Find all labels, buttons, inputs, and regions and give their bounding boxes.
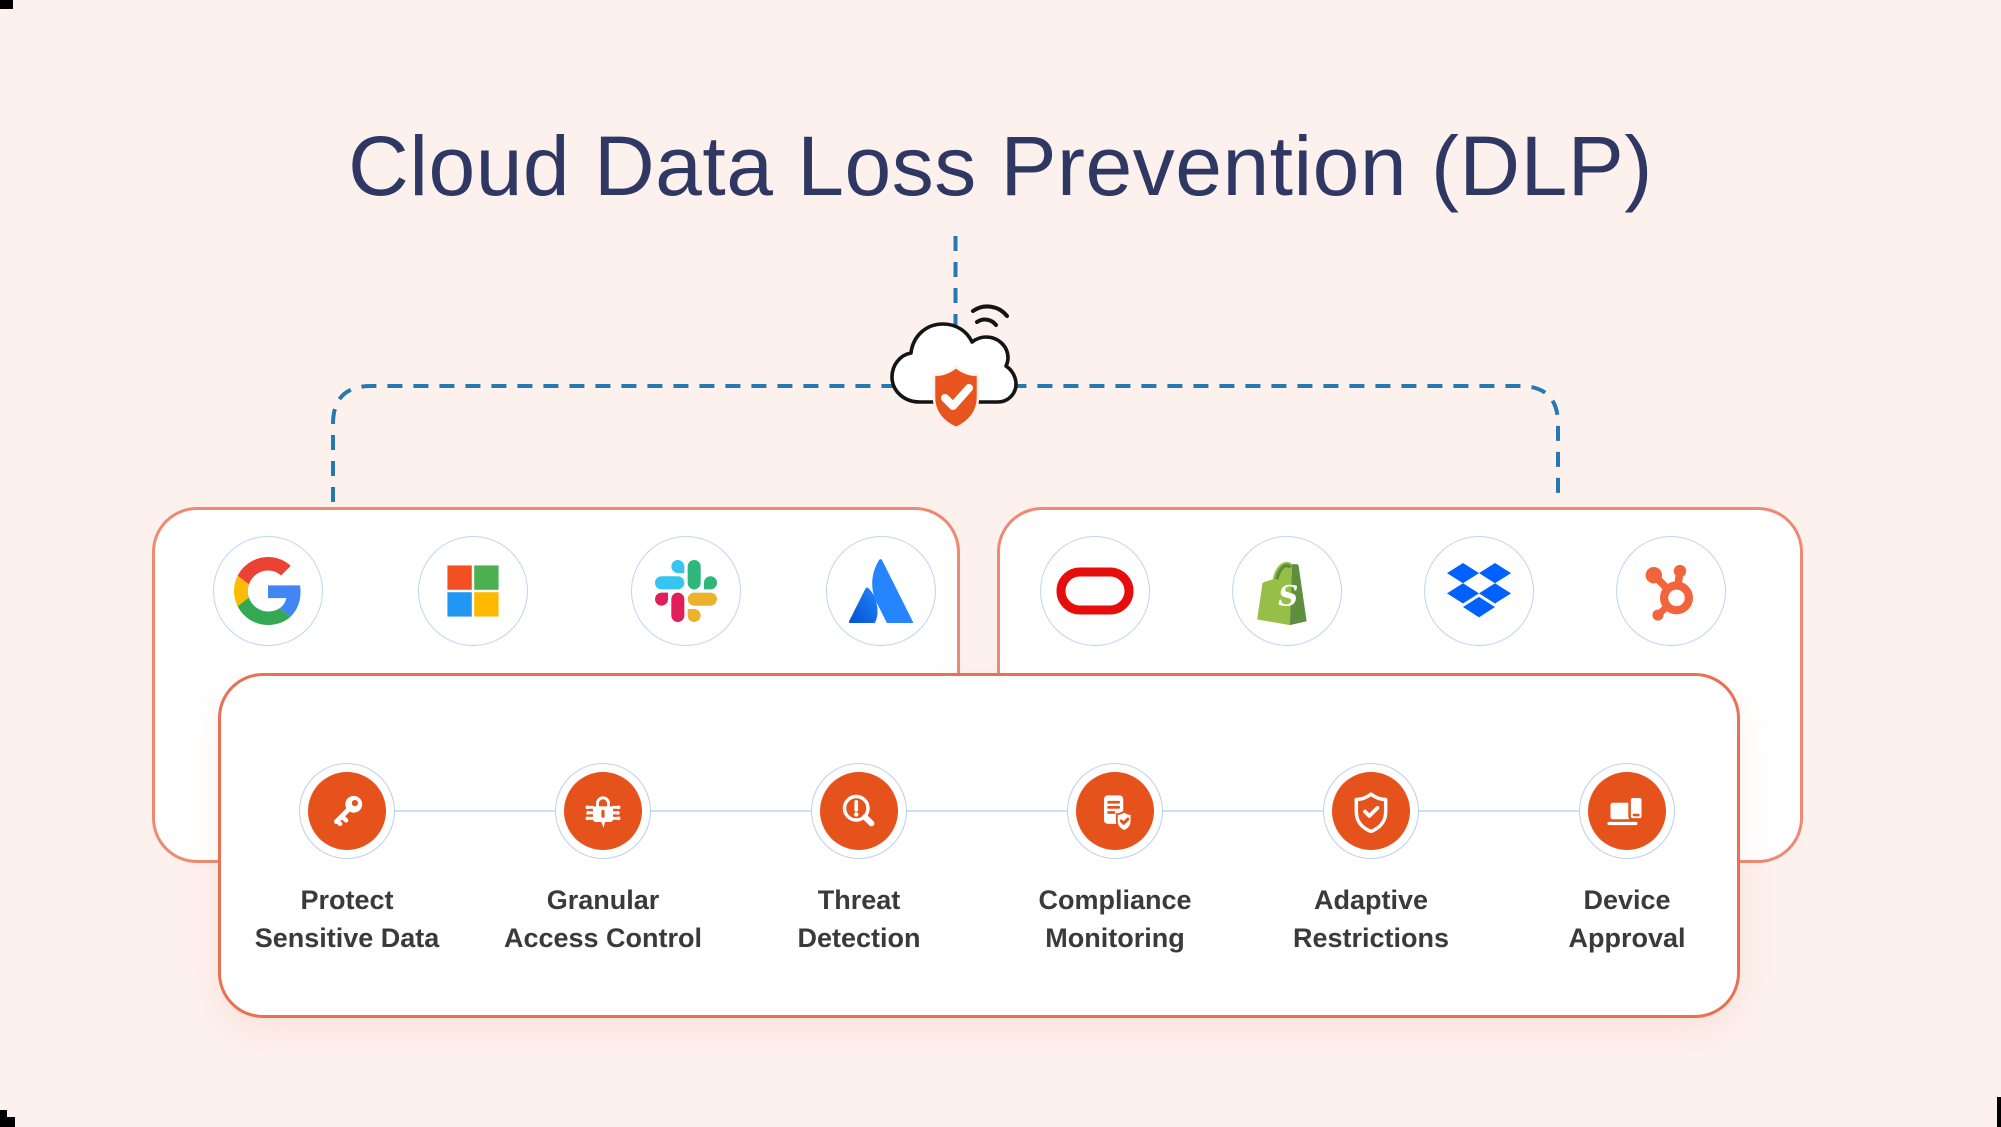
feature-label-line: Adaptive [1313,885,1428,915]
app-circle-hubspot [1616,536,1726,646]
cloud-shield-check-icon [878,303,1034,444]
feature-label-line: Device [1583,885,1671,915]
feature-label-line: Granular [546,885,660,915]
app-circle-dropbox [1424,536,1534,646]
feature-label-line: Approval [1568,923,1686,953]
feature-label-line: Access Control [503,923,703,953]
app-circle-atlassian [826,536,936,646]
feature-connector-line [347,810,1627,812]
feature-protect-sensitive-data: Protect Sensitive Data [217,763,477,957]
atlassian-logo-icon [849,559,913,623]
google-logo-icon [234,557,301,625]
feature-label-line: Threat [817,885,901,915]
corner-artifact [0,0,13,9]
hubspot-logo-icon [1645,564,1693,621]
devices-icon [1607,795,1645,826]
document-shield-icon [1104,795,1133,832]
app-circle-slack [631,536,741,646]
feature-threat-detection: Threat Detection [729,763,989,957]
feature-compliance-monitoring: Compliance Monitoring [985,763,1245,957]
features-box: Protect Sensitive Data G [218,673,1740,1018]
app-circle-google [213,536,323,646]
app-circle-shopify: S [1232,536,1342,646]
corner-artifact [1997,1097,2001,1127]
feature-label-line: Restrictions [1292,923,1450,953]
shopify-logo-icon: S [1257,561,1307,626]
page-title: Cloud Data Loss Prevention (DLP) [348,119,1653,213]
feature-label-line: Monitoring [1045,923,1185,953]
feature-label-line: Compliance [1038,885,1192,915]
app-circle-microsoft [418,536,528,646]
key-icon [333,795,363,827]
magnifier-alert-icon [842,794,875,827]
dropbox-logo-icon [1447,563,1511,618]
feature-adaptive-restrictions: Adaptive Restrictions [1241,763,1501,957]
feature-device-approval: Device Approval [1497,763,1757,957]
app-circle-oracle [1040,536,1150,646]
slack-logo-icon [655,560,717,622]
feature-label-line: Sensitive Data [254,923,440,953]
feature-label-line: Protect [300,885,394,915]
feature-granular-access-control: Granular Access Control [473,763,733,957]
svg-text:S: S [1278,580,1298,613]
shield-check-icon [1354,792,1388,833]
oracle-logo-icon [1056,567,1134,615]
feature-label-line: Detection [797,923,921,953]
access-control-icon [585,796,621,828]
microsoft-logo-icon [447,565,499,617]
corner-artifact [0,1117,15,1127]
